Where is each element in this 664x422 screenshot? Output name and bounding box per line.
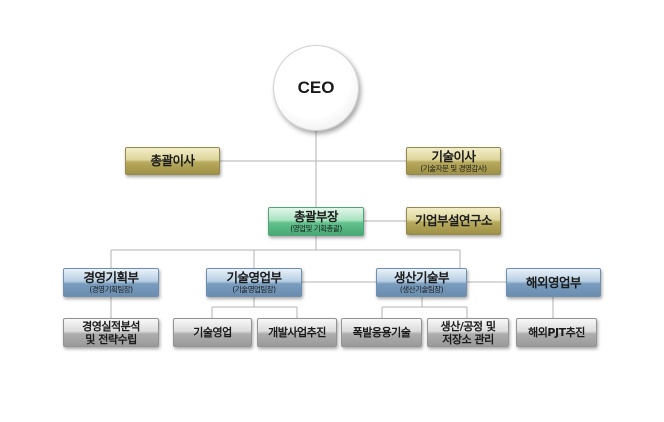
overseas-department-label: 해외영업부: [525, 274, 582, 290]
analysis-team-line2: 및 전략수립: [85, 332, 137, 346]
production-department-node: 생산기술부 (생산기술팀장): [376, 268, 467, 297]
planning-department-subtitle: (경영기획팀장): [89, 285, 133, 294]
production-process-team-line1: 생산/공정 및: [440, 319, 496, 333]
planning-department-label: 경영기획부: [83, 270, 139, 285]
tech-sales-department-label: 기술영업부: [226, 270, 282, 285]
business-dev-team-node: 개발사업추진: [257, 318, 337, 347]
general-director-node: 총괄이사: [125, 147, 220, 175]
tech-sales-team-node: 기술영업: [173, 318, 252, 347]
research-lab-node: 기업부설연구소: [406, 207, 501, 235]
technical-director-node: 기술이사 (기술자문 및 경영감사): [406, 147, 501, 175]
production-department-label: 생산기술부: [393, 270, 450, 285]
blasting-team-node: 폭발응용기술: [341, 318, 422, 347]
technical-director-subtitle: (기술자문 및 경영감사): [420, 163, 487, 173]
analysis-team-node: 경영실적분석 및 전략수립: [63, 318, 159, 347]
tech-sales-department-node: 기술영업부 (기술영업팀장): [206, 268, 302, 297]
tech-sales-department-subtitle: (기술영업팀장): [232, 285, 276, 294]
blasting-team-label: 폭발응용기술: [352, 326, 411, 339]
tech-sales-team-label: 기술영업: [193, 326, 232, 339]
overseas-department-node: 해외영업부: [506, 268, 601, 297]
research-lab-label: 기업부설연구소: [414, 213, 493, 228]
ceo-node: CEO: [273, 45, 359, 131]
overseas-pjt-team-label: 해외PJT추진: [528, 326, 585, 339]
general-manager-subtitle: (영업및 기획총괄): [290, 224, 342, 233]
planning-department-node: 경영기획부 (경영기획팀장): [63, 268, 159, 297]
technical-director-label: 기술이사: [431, 148, 476, 164]
production-process-team-node: 생산/공정 및 저장소 관리: [427, 318, 509, 347]
business-dev-team-label: 개발사업추진: [268, 326, 326, 339]
production-process-team-line2: 저장소 관리: [442, 332, 494, 346]
ceo-label: CEO: [297, 78, 335, 97]
overseas-pjt-team-node: 해외PJT추진: [516, 318, 597, 347]
analysis-team-line1: 경영실적분석: [82, 319, 140, 333]
production-department-subtitle: (생산기술팀장): [399, 285, 444, 294]
general-manager-node: 총괄부장 (영업및 기획총괄): [268, 207, 364, 236]
general-manager-label: 총괄부장: [293, 209, 339, 224]
general-director-label: 총괄이사: [150, 153, 195, 168]
